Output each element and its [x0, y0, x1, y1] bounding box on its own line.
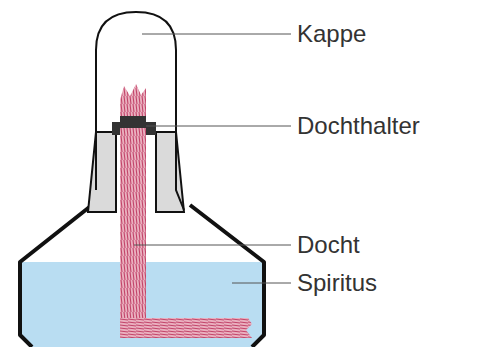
wick-bottom: [120, 318, 252, 338]
part-label: Spiritus: [297, 268, 377, 298]
leader-line: [146, 126, 291, 127]
leader-line: [134, 245, 291, 246]
spirit-liquid: [0, 262, 477, 347]
leader-lines: [134, 34, 291, 283]
part-label: Kappe: [297, 19, 366, 49]
part-label: Dochthalter: [297, 111, 420, 141]
leader-line: [232, 283, 291, 284]
collar-left: [88, 132, 116, 212]
part-label: Docht: [297, 230, 360, 260]
leader-line: [142, 34, 291, 35]
